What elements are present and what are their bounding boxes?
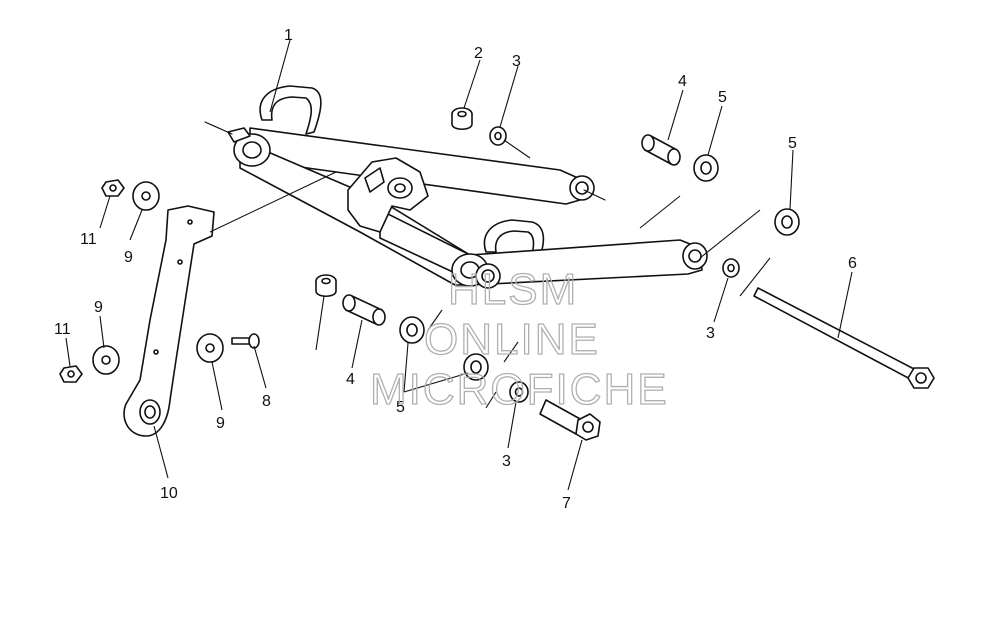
leader-lines [65,39,853,491]
callout-7: 7 [562,495,571,512]
callout-4-upper: 4 [678,73,687,90]
callout-5-lower: 5 [396,399,405,416]
nut-left[interactable] [59,365,83,383]
pin[interactable] [231,333,260,349]
callout-3-right: 3 [706,325,715,342]
callout-6: 6 [848,255,857,272]
washer-lower[interactable] [509,381,529,403]
callout-4-lower: 4 [346,371,355,388]
nut-top[interactable] [101,179,125,197]
flanged-bushing-lower[interactable] [315,274,337,298]
watermark: HLSM ONLINE MICROFICHE [369,264,669,414]
link-bracket[interactable] [123,205,215,437]
callout-8: 8 [262,393,271,410]
callout-9-left: 9 [94,299,103,316]
callout-10: 10 [160,485,178,502]
large-washer-top[interactable] [132,181,160,211]
large-washer-right[interactable] [196,333,224,363]
callout-9-right: 9 [216,415,225,432]
flanged-bushing-upper[interactable] [451,107,473,131]
long-bolt[interactable] [753,287,935,389]
a-arm[interactable] [204,85,708,289]
sleeve-lower[interactable] [342,294,386,326]
callout-11-top: 11 [80,231,97,248]
washer-upper[interactable] [489,126,507,146]
watermark-line-1: HLSM [448,265,578,314]
callout-5-right: 5 [788,135,797,152]
callout-11-left: 11 [54,321,71,338]
bushing-lower-left[interactable] [399,316,425,344]
callout-9-top: 9 [124,249,133,266]
callout-labels: 1 2 3 3 3 4 4 5 5 5 6 7 8 9 9 9 10 11 11 [54,27,857,512]
bushing-upper[interactable] [693,154,719,182]
bushing-lower-right[interactable] [463,353,489,381]
large-washer-left[interactable] [92,345,120,375]
callout-3-upper: 3 [512,53,521,70]
bushing-right[interactable] [774,208,800,236]
hex-bolt[interactable] [539,399,601,441]
callout-5-upper: 5 [718,89,727,106]
callout-2-upper: 2 [474,45,483,62]
callout-1: 1 [284,27,293,44]
sleeve-upper[interactable] [641,134,681,166]
watermark-line-2: ONLINE [424,315,600,364]
washer-right[interactable] [722,258,740,278]
callout-3-lower: 3 [502,453,511,470]
watermark-line-3: MICROFICHE [370,365,669,414]
